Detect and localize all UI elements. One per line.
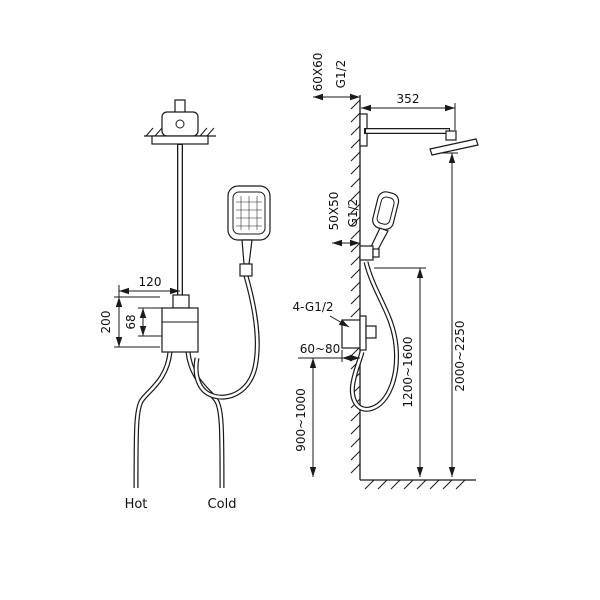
dim-60-80-label: 60~80 <box>300 342 341 356</box>
mixer-valve-right <box>341 315 377 351</box>
top-thread-label: G1/2 <box>334 60 348 89</box>
valve-ports-label: 4-G1/2 <box>292 300 333 314</box>
top-plate-label: 60X60 <box>311 53 325 92</box>
valve-ports-callout: 4-G1/2 <box>292 300 350 328</box>
dim-2000-2250-label: 2000~2250 <box>453 320 467 391</box>
dim-1200-1600-label: 1200~1600 <box>401 336 415 407</box>
hot-hose <box>133 351 173 489</box>
hand-shower-hose-right <box>349 261 399 412</box>
hand-shower-left <box>227 185 271 277</box>
floor-line <box>360 479 476 490</box>
holder-plate-label: 50X50 <box>327 192 341 231</box>
dim-68-label: 68 <box>124 314 138 329</box>
hand-shower-right <box>359 191 400 261</box>
holder-thread-label: G1/2 <box>346 199 360 228</box>
dim-900-1000: 900~1000 <box>294 358 317 477</box>
dim-120-label: 120 <box>139 275 162 289</box>
dim-60-80: 60~80 <box>298 342 360 362</box>
right-view: 60X60 G1/2 352 <box>292 53 479 490</box>
dim-120: 120 <box>118 275 180 297</box>
hot-label: Hot <box>125 497 148 512</box>
holder-dim: 50X50 G1/2 <box>327 192 360 247</box>
hand-shower-hose-left <box>193 275 260 400</box>
shower-arm <box>359 113 457 147</box>
wall-line <box>350 95 361 480</box>
ceiling-shower-head <box>151 99 209 145</box>
left-view: 120 200 68 Hot Cold <box>99 99 271 512</box>
dim-200: 200 <box>99 296 160 348</box>
dim-2000-2250: 2000~2250 <box>440 152 467 477</box>
dim-352-label: 352 <box>397 92 420 106</box>
dim-1200-1600: 1200~1600 <box>374 267 426 477</box>
dim-68: 68 <box>124 307 162 337</box>
cold-label: Cold <box>208 497 237 512</box>
mixer-body-left <box>161 294 199 353</box>
cold-hose <box>185 351 225 489</box>
dim-200-label: 200 <box>99 311 113 334</box>
top-connection-dim: 60X60 G1/2 <box>311 53 360 101</box>
dim-352: 352 <box>361 92 456 130</box>
dim-900-1000-label: 900~1000 <box>294 388 308 452</box>
rain-shower-head <box>429 138 479 156</box>
